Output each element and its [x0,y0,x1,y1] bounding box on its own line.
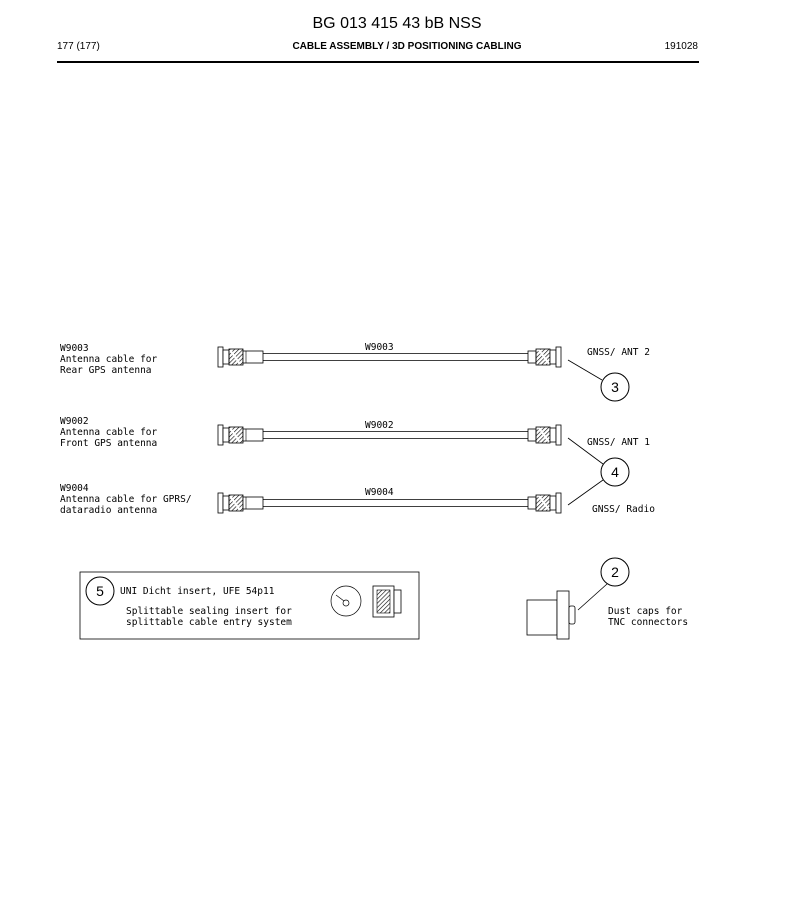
connector-left [217,492,264,514]
callout-5-number: 5 [96,583,104,599]
cable-end-label: GNSS/ Radio [592,504,655,515]
connector-left [217,424,264,446]
cable-w9004: W9004 Antenna cable for GPRS/ dataradio … [60,483,655,516]
cable-label: W9002 [365,420,394,431]
callout-4: 4 [567,437,630,506]
callout-number: 3 [611,379,619,395]
cable-label: W9004 [365,487,394,498]
document-title: BG 013 415 43 bB NSS [312,15,482,32]
dust-caps-line2: TNC connectors [608,617,688,628]
callout-3: 3 [567,359,630,402]
cable-desc-line1: Antenna cable for [60,354,158,365]
header-rule [57,61,699,63]
cable-desc-line1: Antenna cable for [60,427,158,438]
cable-desc-line2: dataradio antenna [60,505,157,516]
cable-label: W9003 [365,342,394,353]
page-number: 177 (177) [57,41,100,52]
cable-id: W9002 [60,416,89,427]
cable-end-label: GNSS/ ANT 1 [587,437,650,448]
date-code: 191028 [664,41,698,52]
dust-cap-icon [526,590,576,640]
cable-desc-line2: Front GPS antenna [60,438,157,449]
callout-number: 2 [611,564,619,580]
cable-desc-line2: Rear GPS antenna [60,365,152,376]
cable-desc-line1: Antenna cable for GPRS/ [60,494,192,505]
callout-2: 2 [577,557,630,611]
cable-w9002: W9002 Antenna cable for Front GPS antenn… [60,416,650,449]
cable-id: W9004 [60,483,89,494]
section-title: CABLE ASSEMBLY / 3D POSITIONING CABLING [292,41,522,52]
insert-box: 5 UNI Dicht insert, UFE 54p11 Splittable… [79,571,420,640]
sealing-insert-side-icon [372,585,402,618]
cable-end-label: GNSS/ ANT 2 [587,347,650,358]
connector-right [527,492,562,514]
connector-left [217,346,264,368]
sealing-insert-front-icon [330,585,362,617]
connector-right [527,346,562,368]
cable-w9003: W9003 Antenna cable for Rear GPS antenna… [60,342,650,376]
insert-line2: Splittable sealing insert for [126,606,292,617]
insert-line3: splittable cable entry system [126,617,292,628]
cable-id: W9003 [60,343,89,354]
dust-caps-line1: Dust caps for [608,606,683,617]
connector-right [527,424,562,446]
callout-number: 4 [611,464,619,480]
insert-line1: UNI Dicht insert, UFE 54p11 [120,586,275,597]
